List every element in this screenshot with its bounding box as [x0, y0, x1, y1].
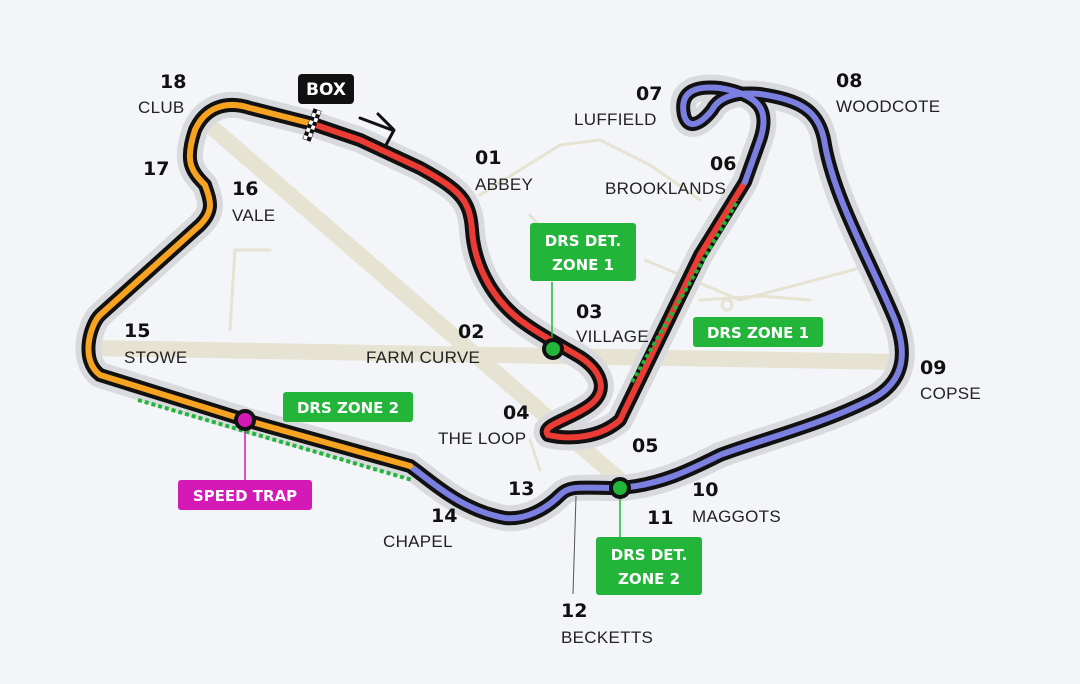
- corner-04-name: THE LOOP: [438, 429, 526, 448]
- direction-arrow-icon: [358, 112, 396, 147]
- drs-zone-1-line: [630, 198, 740, 384]
- corner-18-number: 18: [160, 71, 186, 93]
- box-badge: BOX: [298, 74, 354, 104]
- corner-01-name: ABBEY: [475, 175, 533, 194]
- corner-13-number: 13: [508, 478, 534, 500]
- corner-07-number: 07: [636, 83, 662, 105]
- speed-trap-badge: SPEED TRAP: [178, 480, 312, 510]
- drs-zone-2-line: [137, 398, 413, 482]
- drs-zone-2-badge: DRS ZONE 2: [283, 392, 413, 422]
- corner-07-name: LUFFIELD: [574, 110, 657, 129]
- corner-02-name: FARM CURVE: [366, 348, 480, 367]
- corner-15-name: STOWE: [124, 348, 188, 367]
- svg-text:BOX: BOX: [306, 80, 346, 100]
- corner-14-number: 14: [431, 505, 457, 527]
- corner-06-number: 06: [710, 153, 736, 175]
- corner-11-number: 11: [647, 507, 673, 529]
- corner-09-name: COPSE: [920, 384, 981, 403]
- corner-04-number: 04: [503, 402, 529, 424]
- corner-labels: 01 ABBEY 02 FARM CURVE 03 VILLAGE 04 THE…: [124, 70, 981, 647]
- corner-15-number: 15: [124, 320, 150, 342]
- corner-01-number: 01: [475, 147, 501, 169]
- svg-text:DRS ZONE 2: DRS ZONE 2: [297, 399, 399, 417]
- svg-text:ZONE 2: ZONE 2: [618, 570, 680, 588]
- corner-12-name: BECKETTS: [561, 628, 653, 647]
- drs-detection-zone-1-badge: DRS DET. ZONE 1: [530, 223, 636, 281]
- sector-1-line: [310, 121, 748, 441]
- drs-detection-zone-2-badge: DRS DET. ZONE 2: [596, 537, 702, 595]
- corner-10-number: 10: [692, 479, 718, 501]
- corner-03-number: 03: [576, 301, 602, 323]
- corner-14-name: CHAPEL: [383, 532, 453, 551]
- corner-06-name: BROOKLANDS: [605, 179, 726, 198]
- sector-3-line: [85, 102, 413, 469]
- corner-02-number: 02: [458, 321, 484, 343]
- corner-05-number: 05: [632, 435, 658, 457]
- corner-10-name: MAGGOTS: [692, 507, 781, 526]
- drs-zone-1-badge: DRS ZONE 1: [693, 317, 823, 347]
- drs-detection-1-marker: [542, 338, 564, 360]
- start-finish-flag-icon: [302, 108, 322, 142]
- svg-text:ZONE 1: ZONE 1: [552, 256, 614, 274]
- sector-2-line: [407, 84, 905, 522]
- corner-09-number: 09: [920, 357, 946, 379]
- svg-text:DRS ZONE 1: DRS ZONE 1: [707, 324, 809, 342]
- corner-18-name: CLUB: [138, 98, 185, 117]
- corner-12-number: 12: [561, 600, 587, 622]
- svg-text:DRS DET.: DRS DET.: [545, 232, 621, 250]
- svg-text:DRS DET.: DRS DET.: [611, 546, 687, 564]
- svg-text:SPEED TRAP: SPEED TRAP: [193, 487, 297, 505]
- speed-trap-marker: [234, 409, 256, 431]
- corner-08-number: 08: [836, 70, 862, 92]
- drs-detection-2-marker: [609, 477, 631, 499]
- corner-17-number: 17: [143, 158, 169, 180]
- corner-08-name: WOODCOTE: [836, 97, 940, 116]
- corner-16-number: 16: [232, 178, 258, 200]
- corner-03-name: VILLAGE: [576, 327, 649, 346]
- corner-16-name: VALE: [232, 206, 275, 225]
